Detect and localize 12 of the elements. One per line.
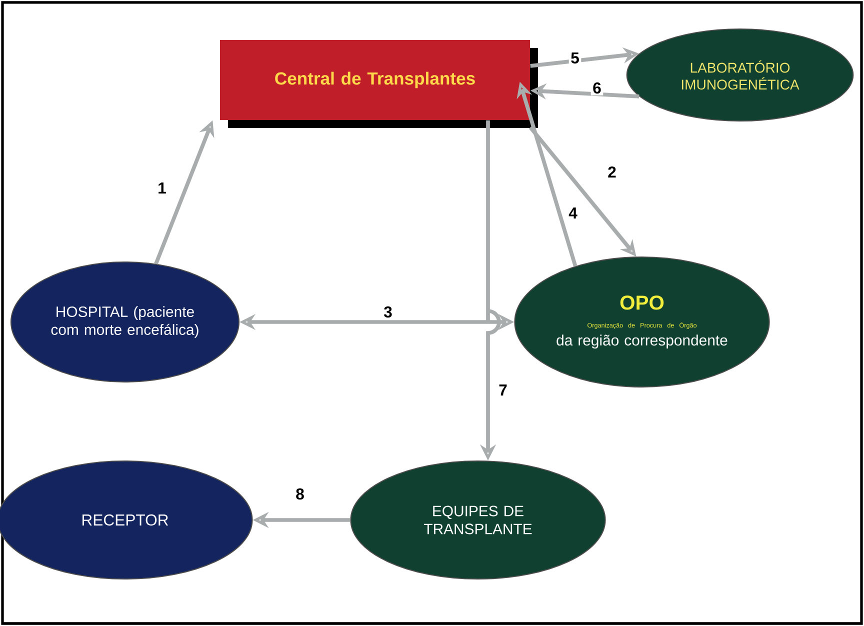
edge-label: 4 (566, 206, 580, 220)
edge-label: 5 (568, 50, 582, 66)
ellipse-node: LABORATÓRIO IMUNOGENÉTICA (626, 28, 854, 122)
edge-label: 6 (590, 80, 604, 96)
edge-label: 1 (156, 180, 168, 196)
ellipse-node: EQUIPES DE TRANSPLANTE (350, 460, 606, 580)
edge-label: 8 (294, 486, 306, 502)
edge-label: 7 (496, 382, 510, 398)
edge-label: 3 (382, 304, 394, 320)
process-box: Central de Transplantes (220, 40, 538, 128)
edge-label: 2 (606, 164, 618, 180)
ellipse-node: HOSPITAL (paciente com morte encefálica) (10, 261, 240, 383)
